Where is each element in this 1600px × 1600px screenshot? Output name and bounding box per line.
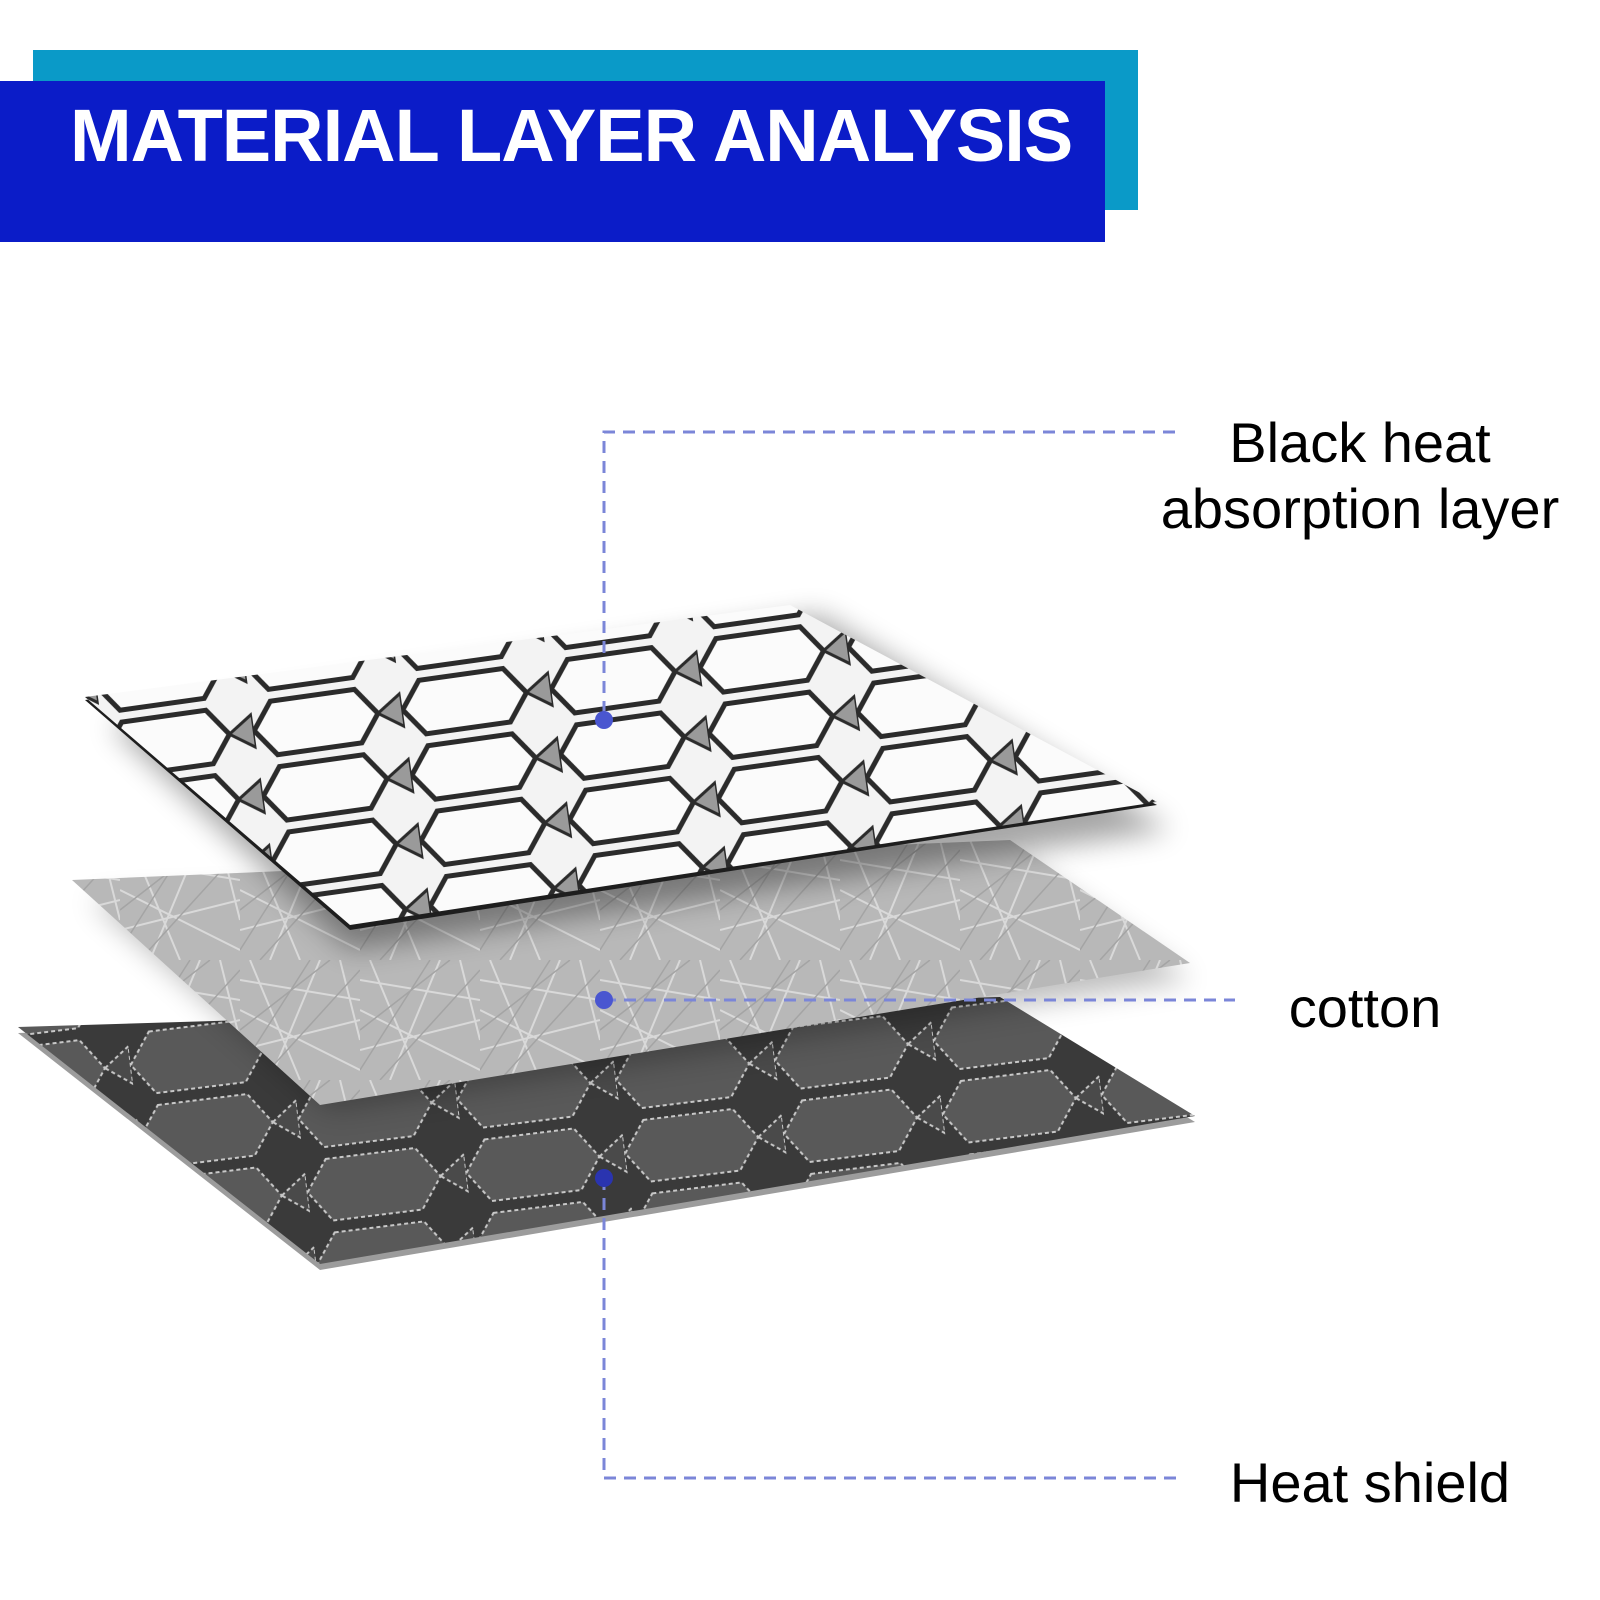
black-heat-absorption-layer <box>85 605 1170 950</box>
label-line-2: absorption layer <box>1160 477 1560 540</box>
page-title: MATERIAL LAYER ANALYSIS <box>70 94 1073 177</box>
label-cotton: cotton <box>1288 976 1442 1039</box>
marker-dot-top <box>595 711 613 729</box>
leader-line-top <box>602 430 1175 720</box>
marker-dot-mid <box>595 991 613 1009</box>
leader-line-bot <box>602 1178 1178 1480</box>
leader-lines <box>602 430 1235 1480</box>
banner-front-strip <box>0 81 1105 242</box>
marker-dot-bot <box>595 1169 613 1187</box>
label-black-heat-absorption: Black heat absorption layer <box>1140 410 1580 542</box>
label-line-1: Black heat <box>1229 411 1491 474</box>
label-heat-shield: Heat shield <box>1229 1451 1511 1514</box>
